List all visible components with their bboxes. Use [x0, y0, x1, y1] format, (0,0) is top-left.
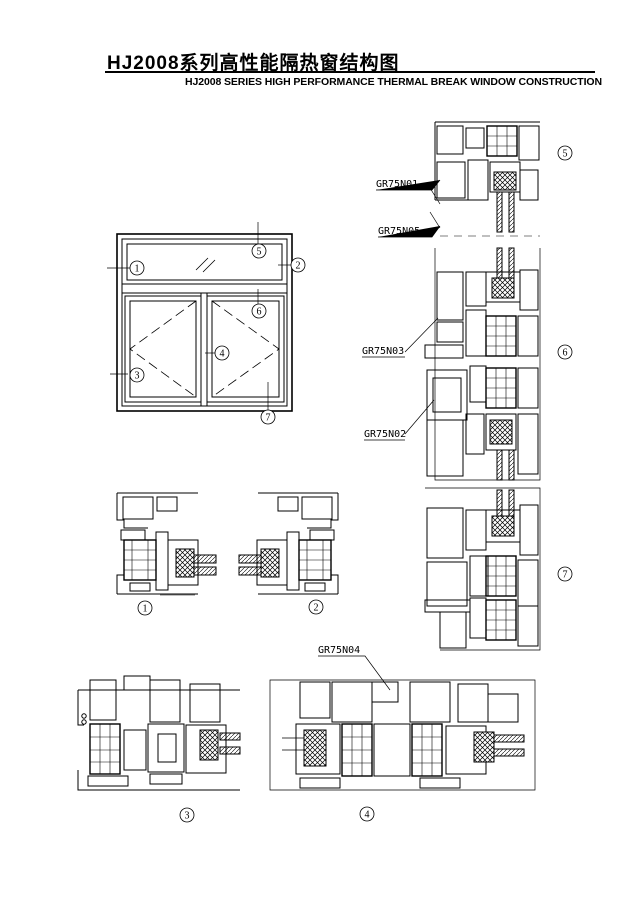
title-underline	[105, 71, 595, 73]
section-5-profile	[429, 121, 540, 233]
section-7-callout	[557, 566, 573, 582]
section-1-label: 1	[143, 604, 148, 615]
section-7-label: 7	[563, 570, 568, 581]
callout-4-text: 4	[220, 349, 225, 360]
callout-7	[260, 409, 276, 425]
callout-3-text: 3	[135, 371, 140, 382]
callout-4	[214, 345, 230, 361]
callout-1	[129, 260, 145, 276]
label-gr75n03: GR75N03	[362, 346, 404, 357]
callout-6	[251, 303, 267, 319]
section-6-callout	[557, 344, 573, 360]
section-6-profile	[404, 247, 541, 481]
section-5-callout	[557, 145, 573, 161]
section-4-callout	[359, 806, 375, 822]
callout-3	[129, 367, 145, 383]
label-gr75n04: GR75N04	[318, 645, 360, 656]
callout-1-text: 1	[135, 264, 140, 275]
section-6-label: 6	[563, 348, 568, 359]
callout-2	[290, 257, 306, 273]
section-3-label: 3	[185, 811, 190, 822]
callout-7-text: 7	[266, 413, 271, 424]
section-2-callout	[308, 599, 324, 615]
section-1-callout	[137, 600, 153, 616]
section-2-label: 2	[314, 603, 319, 614]
section-1-profile	[116, 492, 217, 596]
callout-5-text: 5	[257, 247, 262, 258]
callout-6-text: 6	[257, 307, 262, 318]
callout-5	[251, 243, 267, 259]
label-gr75n05: GR75N05	[378, 226, 420, 237]
section-4-profile	[269, 655, 536, 791]
label-gr75n01: GR75N01	[376, 179, 418, 190]
section-3-profile	[77, 675, 241, 791]
section-4-label: 4	[365, 810, 370, 821]
section-3-callout	[179, 807, 195, 823]
page-subtitle: HJ2008 SERIES HIGH PERFORMANCE THERMAL B…	[185, 76, 602, 88]
elevation-callouts	[129, 243, 306, 425]
section-2-profile	[238, 492, 339, 595]
label-gr75n02: GR75N02	[364, 429, 406, 440]
page-title: HJ2008系列高性能隔热窗结构图	[107, 53, 400, 74]
section-7-profile	[424, 487, 541, 651]
callout-2-text: 2	[296, 261, 301, 272]
section-5-label: 5	[563, 149, 568, 160]
